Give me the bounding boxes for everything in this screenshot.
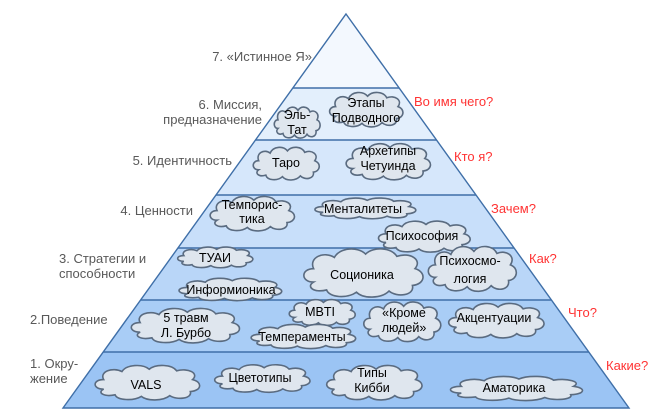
svg-text:5 травм: 5 травм: [163, 311, 208, 325]
level-1-label: 1. Окру-жение: [30, 356, 79, 386]
svg-text:MBTI: MBTI: [305, 305, 335, 319]
cloud-amatorika: Аматорика: [449, 375, 584, 402]
question-level-1: Какие?: [606, 358, 649, 373]
svg-text:Менталитеты: Менталитеты: [324, 202, 402, 216]
cloud-el-tat: Эль- Тат: [273, 106, 321, 139]
question-level-4: Зачем?: [491, 201, 536, 216]
cloud-temporistika: Темпорис- тика: [209, 195, 296, 232]
cloud-tuai: ТУАИ: [177, 246, 254, 269]
svg-text:Соционика: Соционика: [330, 268, 394, 282]
level-6-label: 6. Миссия,предназначение: [163, 97, 262, 127]
svg-text:Л. Бурбо: Л. Бурбо: [161, 326, 211, 340]
cloud-psikhokosmologiya: Психосмо- логия: [427, 245, 518, 293]
band-7: [63, 14, 629, 88]
cloud-5-travm: 5 травм Л. Бурбо: [130, 307, 241, 344]
level-2-label: 2.Поведение: [30, 312, 108, 327]
svg-text:Таро: Таро: [272, 156, 300, 170]
cloud-mentalitety: Менталитеты: [314, 197, 417, 220]
cloud-etapy-podvodnogo: Этапы Подводного: [328, 91, 404, 128]
cloud-krome-lyudey: «Кроме людей»: [363, 301, 442, 343]
svg-text:тика: тика: [239, 212, 264, 226]
cloud-arkhetipy: Архетипы Четуинда: [345, 142, 432, 181]
cloud-psikhosofiya: Психософия: [377, 220, 471, 253]
level-7-label: 7. «Истинное Я»: [212, 49, 312, 64]
svg-text:Эль-: Эль-: [284, 108, 311, 122]
question-level-5: Кто я?: [454, 149, 493, 164]
svg-text:Аматорика: Аматорика: [483, 381, 546, 395]
svg-text:людей»: людей»: [382, 321, 427, 335]
svg-text:Этапы: Этапы: [347, 96, 384, 110]
question-level-2: Что?: [568, 305, 597, 320]
svg-text:Информионика: Информионика: [186, 283, 275, 297]
svg-text:Кибби: Кибби: [354, 381, 390, 395]
svg-text:Архетипы: Архетипы: [360, 144, 416, 158]
svg-text:Психосмо-: Психосмо-: [439, 254, 500, 268]
svg-text:ТУАИ: ТУАИ: [199, 251, 231, 265]
svg-text:Четуинда: Четуинда: [360, 159, 415, 173]
svg-text:Темпорис-: Темпорис-: [222, 198, 283, 212]
band-5: [63, 140, 629, 195]
question-level-6: Во имя чего?: [414, 94, 494, 109]
cloud-temperamenty: Темпераменты: [250, 323, 357, 350]
svg-text:Цветотипы: Цветотипы: [228, 371, 291, 385]
svg-text:VALS: VALS: [130, 378, 161, 392]
cloud-vals: VALS: [94, 364, 201, 401]
svg-text:Тат: Тат: [287, 123, 307, 137]
svg-text:логия: логия: [454, 272, 487, 286]
cloud-informionika: Информионика: [178, 277, 283, 302]
cloud-taro: Таро: [252, 146, 320, 181]
cloud-akcentuacii: Акцентуации: [447, 302, 545, 339]
question-level-3: Как?: [529, 251, 557, 266]
cloud-mbti: MBTI: [288, 299, 356, 327]
svg-text:Акцентуации: Акцентуации: [457, 311, 532, 325]
cloud-cvetotipy: Цветотипы: [213, 363, 311, 394]
svg-text:Темпераменты: Темпераменты: [258, 330, 345, 344]
svg-text:Психософия: Психософия: [386, 229, 459, 243]
svg-text:«Кроме: «Кроме: [382, 306, 426, 320]
svg-text:Типы: Типы: [357, 366, 387, 380]
level-4-label: 4. Ценности: [120, 203, 193, 218]
pyramid-outline: [61, 12, 631, 409]
cloud-socionika: Соционика: [302, 247, 425, 299]
svg-text:Подводного: Подводного: [332, 111, 401, 125]
cloud-tipy-kibbi: Типы Кибби: [325, 364, 423, 401]
level-5-label: 5. Идентичность: [132, 153, 232, 168]
